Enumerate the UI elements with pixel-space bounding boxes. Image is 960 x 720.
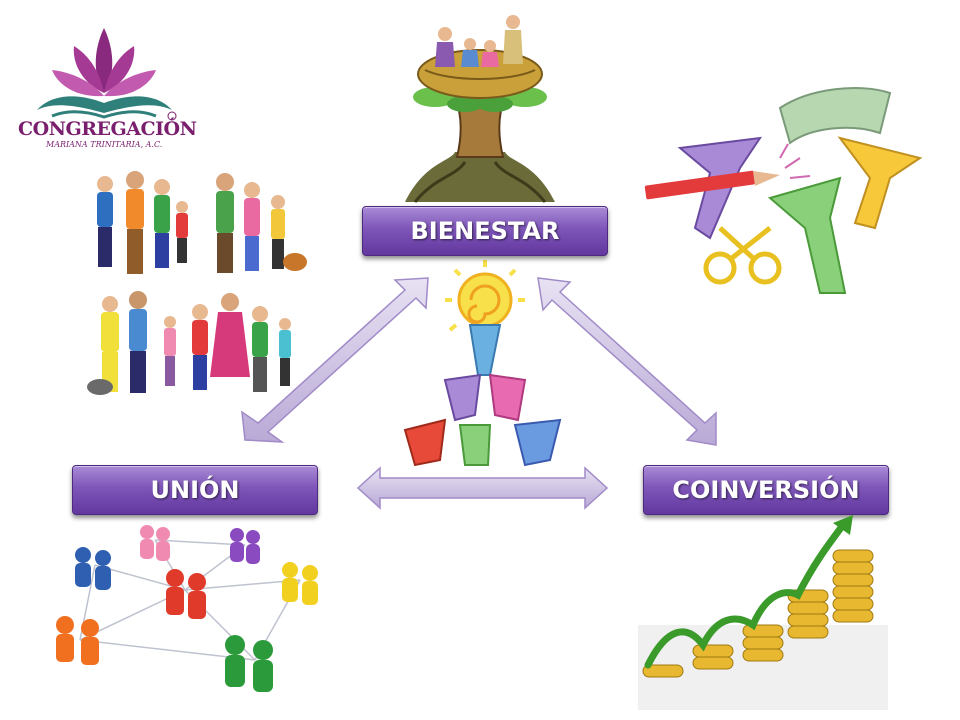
arrow-union-coinversion bbox=[356, 466, 609, 510]
family-nest-icon bbox=[405, 15, 555, 203]
logo-name: CONGREGACIÓN bbox=[18, 118, 197, 140]
node-coinversion: COINVERSIÓN bbox=[643, 465, 889, 515]
family-icon bbox=[87, 171, 307, 395]
nest-tree-illustration bbox=[395, 12, 565, 207]
lotus-logo-icon bbox=[37, 28, 177, 121]
logo-subtitle: MARIANA TRINITARIA, A.C. bbox=[46, 140, 163, 149]
node-bienestar: BIENESTAR bbox=[362, 206, 608, 256]
human-pyramid-illustration bbox=[390, 255, 580, 480]
node-union: UNIÓN bbox=[72, 465, 318, 515]
art-tools-illustration bbox=[640, 78, 930, 303]
pencil-scissors-icon bbox=[644, 87, 923, 294]
logo: CONGREGACIÓN MARIANA TRINITARIA, A.C. bbox=[12, 18, 197, 158]
arrow-bienestar-coinversion bbox=[537, 277, 717, 446]
arrow-bienestar-union bbox=[241, 277, 429, 443]
coins-chart-icon bbox=[638, 515, 888, 710]
network-icon bbox=[56, 525, 318, 692]
people-network-illustration bbox=[35, 520, 335, 715]
coin-growth-illustration bbox=[638, 515, 888, 710]
family-illustration bbox=[80, 162, 310, 402]
sun-pyramid-icon bbox=[403, 260, 562, 467]
